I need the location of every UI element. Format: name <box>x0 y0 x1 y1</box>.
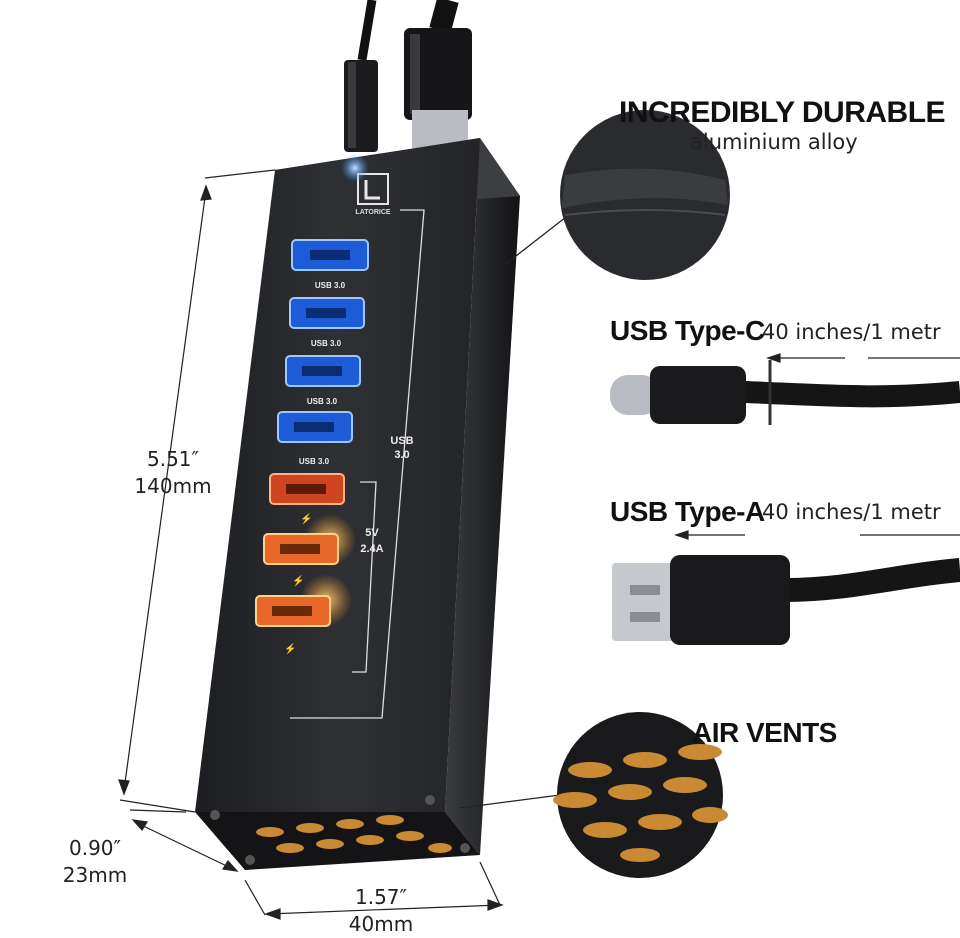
vents-title: AIR VENTS <box>692 717 837 748</box>
charge-icon: ⚡ <box>292 574 304 587</box>
usb-a-length-arrows <box>674 530 960 540</box>
width-mm: 40mm <box>348 912 414 936</box>
usb-port-blue-3[interactable] <box>285 355 361 387</box>
charge-port-2[interactable] <box>263 514 356 566</box>
height-inches: 5.51″ <box>146 447 199 471</box>
port-label: USB 3.0 <box>307 397 338 406</box>
usb-c-cable-photo <box>610 360 960 425</box>
depth-dimension-label: 0.90″ 23mm <box>40 835 150 889</box>
charge-icon: ⚡ <box>284 642 296 655</box>
air-vents-zoom <box>553 712 728 878</box>
width-inches: 1.57″ <box>354 885 407 909</box>
charge-port-1[interactable] <box>269 473 345 505</box>
charge-icon: ⚡ <box>300 512 312 525</box>
hub-bottom-vents <box>256 815 452 853</box>
port-label: USB 3.0 <box>315 281 346 290</box>
brand-name: LATORICE <box>355 209 390 216</box>
usb-b-input-cable <box>404 0 472 148</box>
charge-group-label: 2.4A <box>360 543 383 555</box>
usb-c-length-arrows <box>766 353 960 363</box>
hub-side-face <box>445 138 520 855</box>
height-mm: 140mm <box>134 474 212 498</box>
depth-dimension-line <box>129 809 239 872</box>
durable-title: INCREDIBLY DURABLE <box>619 96 946 129</box>
usb-port-blue-2[interactable] <box>289 297 365 329</box>
usb-group-label: USB <box>390 435 413 447</box>
latorice-logo: LATORICE <box>341 154 391 216</box>
vents-pointer <box>459 794 561 809</box>
usb-a-cable-photo <box>612 555 960 645</box>
width-dimension-label: 1.57″ 40mm <box>326 884 436 938</box>
hub-screws <box>210 795 470 865</box>
depth-mm: 23mm <box>62 863 128 887</box>
charge-port-3[interactable] <box>255 574 352 627</box>
usb-a-length: 40 inches/1 metr <box>762 500 941 524</box>
depth-inches: 0.90″ <box>68 836 121 860</box>
port-label: USB 3.0 <box>311 339 342 348</box>
usb-port-blue-1[interactable] <box>291 239 369 271</box>
charge-group-outline <box>352 481 377 673</box>
durable-pointer <box>497 209 576 271</box>
height-dimension-label: 5.51″ 140mm <box>118 446 228 500</box>
dc-power-cable <box>344 0 378 152</box>
usb-group-outline <box>290 209 425 719</box>
aluminium-texture-zoom <box>560 110 730 280</box>
width-dimension-line <box>244 861 504 920</box>
usb-c-length: 40 inches/1 metr <box>762 320 941 344</box>
charge-group-label: 5V <box>365 527 379 539</box>
usb-port-blue-4[interactable] <box>277 411 353 443</box>
durable-subtitle: aluminium alloy <box>690 130 858 154</box>
port-label: USB 3.0 <box>299 457 330 466</box>
height-dimension-line <box>118 169 276 813</box>
usb-c-title: USB Type-C <box>610 315 765 346</box>
usb-group-label: 3.0 <box>394 449 409 461</box>
usb-a-title: USB Type-A <box>610 496 765 527</box>
